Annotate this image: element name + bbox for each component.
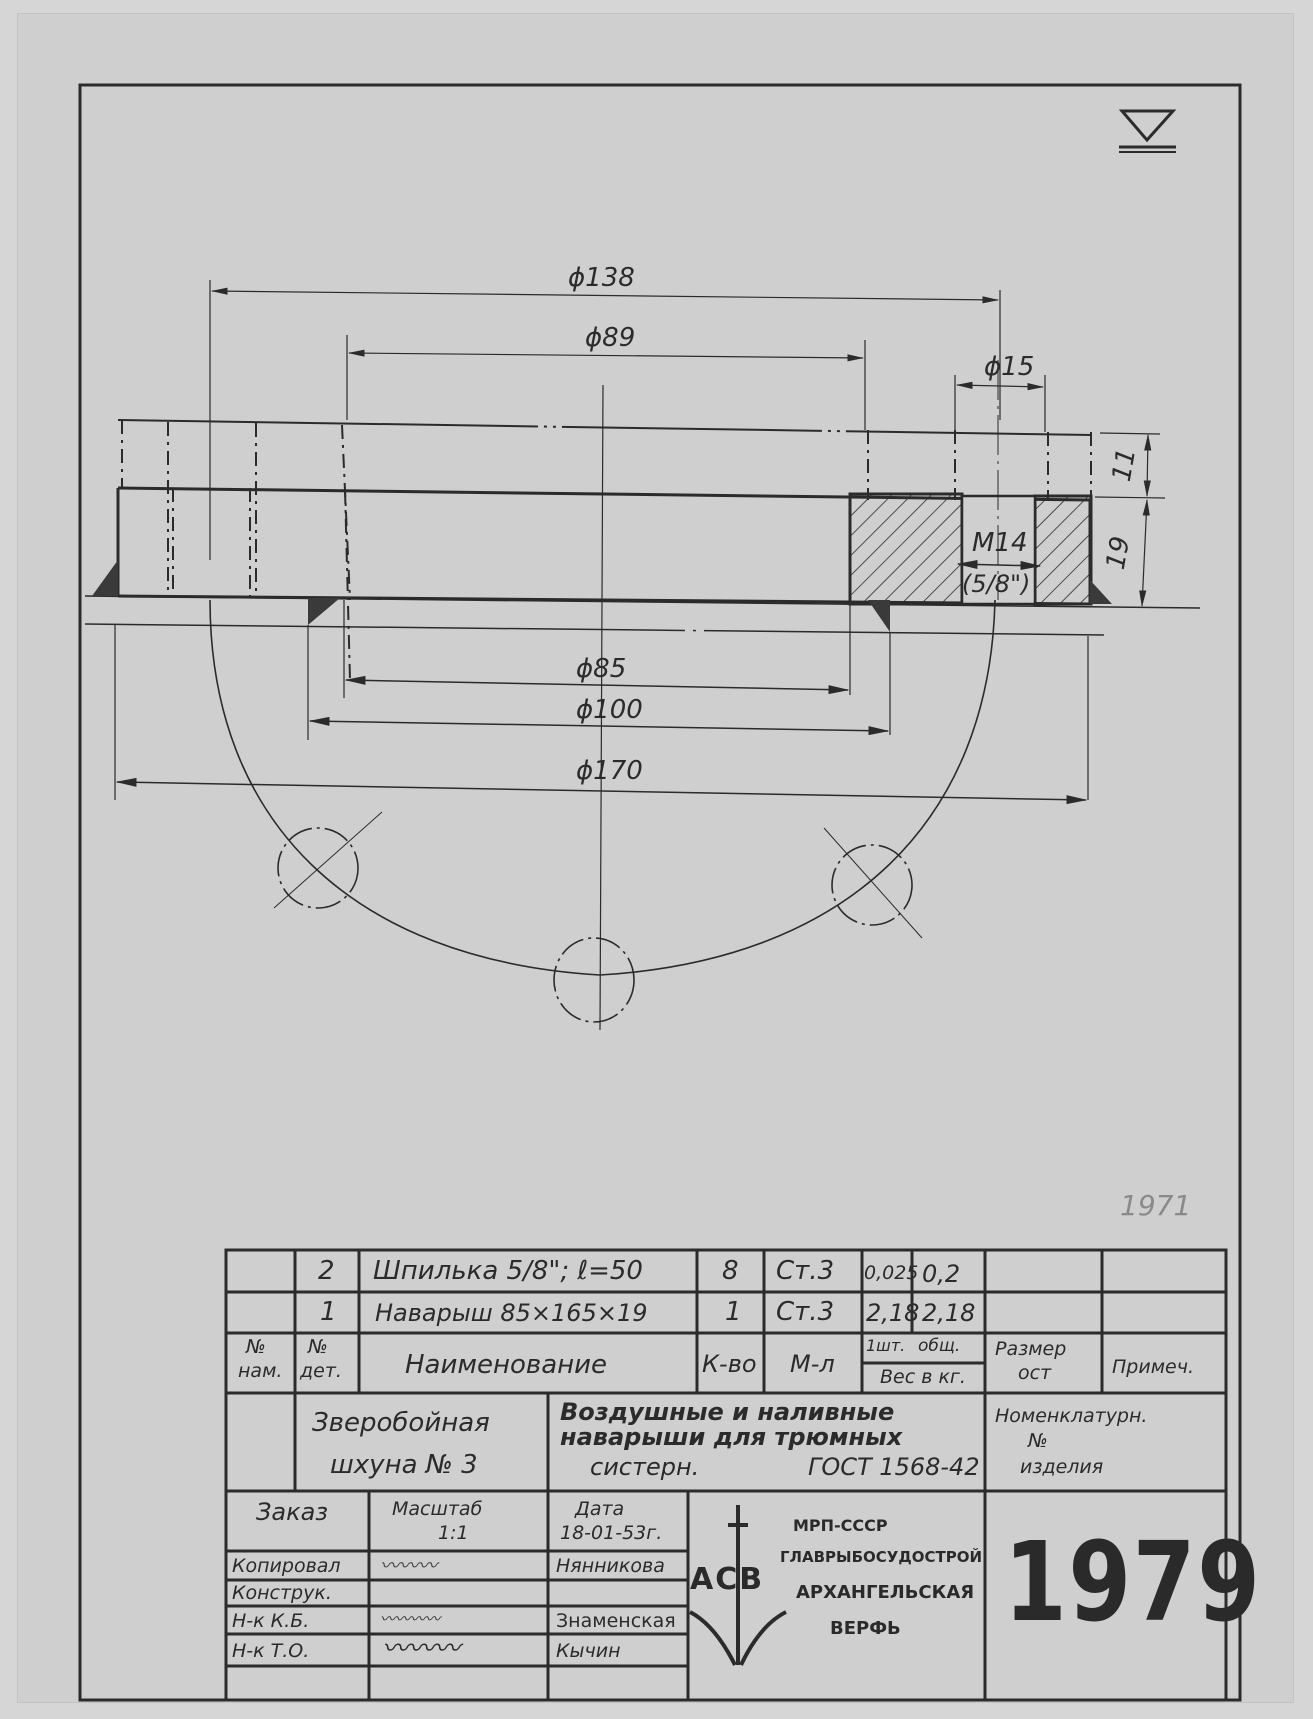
row2-material: Ст.3 (776, 1256, 835, 1286)
hdr-qty: К-во (702, 1350, 757, 1378)
title-line3: систерн. (590, 1453, 700, 1481)
name-to: Кычин (556, 1640, 621, 1662)
title-block-grid (224, 1248, 1228, 1702)
hdr-part-1: № (308, 1336, 328, 1358)
order-label: Заказ (256, 1498, 329, 1526)
hdr-weight-total: общ. (918, 1336, 961, 1356)
org-logo-icon (689, 1505, 787, 1666)
dim-thread: M14 (972, 528, 1028, 558)
scale-value: 1:1 (438, 1522, 469, 1544)
row2-weight-total: 0,2 (922, 1260, 961, 1288)
row2-qty: 8 (722, 1256, 739, 1286)
row1-material: Ст.3 (776, 1297, 835, 1327)
name-copied: Нянникова (556, 1555, 665, 1577)
hdr-weight-caption: Вес в кг. (880, 1366, 966, 1388)
dim-h19: 19 (1100, 534, 1137, 572)
hdr-pos-1: № (246, 1336, 266, 1358)
dim-d89: ϕ89 (585, 323, 636, 353)
org-line3: АРХАНГЕЛЬСКАЯ (796, 1582, 975, 1603)
hdr-weight-unit: 1шт. (866, 1336, 906, 1355)
dim-thread-inch: (5/8") (962, 570, 1031, 598)
date-value: 18-01-53г. (560, 1522, 663, 1544)
row2-part-no: 2 (318, 1256, 335, 1286)
scale-label: Масштаб (392, 1498, 483, 1520)
hdr-part-2: дет. (300, 1360, 342, 1382)
vessel-line1: Зверобойная (312, 1408, 490, 1438)
org-line4: ВЕРФЬ (830, 1618, 901, 1639)
hdr-material: М-л (790, 1350, 835, 1378)
title-line2: наварыши для трюмных (560, 1423, 903, 1451)
drawing-number: 1979 (1004, 1518, 1262, 1646)
title-line1: Воздушные и наливные (560, 1398, 895, 1426)
hdr-size-1: Размер (995, 1338, 1067, 1360)
role-designer: Конструк. (232, 1582, 332, 1604)
surface-finish-icon (1118, 109, 1177, 153)
signature-kb: 〰〰〰〰 (380, 1610, 441, 1628)
hdr-name: Наименование (405, 1350, 608, 1380)
nomenclature-line1: Номенклатурн. (995, 1405, 1148, 1427)
row1-name: Наварыш 85×165×19 (375, 1299, 648, 1327)
dim-d100: ϕ100 (576, 695, 643, 725)
nomenclature-line3: изделия (1020, 1456, 1104, 1478)
hdr-pos-2: нам. (238, 1360, 283, 1382)
vessel-line2: шхуна № 3 (330, 1450, 478, 1480)
row2-name: Шпилька 5/8"; ℓ=50 (373, 1256, 643, 1286)
dim-d85: ϕ85 (576, 654, 627, 684)
row1-qty: 1 (725, 1297, 742, 1327)
pencil-note: 1971 (1120, 1189, 1192, 1222)
org-line2: ГЛАВРЫБОСУДОСТРОЙ (780, 1548, 983, 1566)
dim-d170: ϕ170 (576, 756, 643, 786)
row1-part-no: 1 (320, 1297, 337, 1327)
row2-weight-unit: 0,025 (864, 1262, 919, 1284)
standard: ГОСТ 1568-42 (808, 1453, 980, 1481)
dim-d138: ϕ138 (568, 263, 635, 293)
name-kb: Знаменская (556, 1610, 676, 1632)
org-line1: МРП-СССР (793, 1516, 888, 1535)
dim-h11: 11 (1106, 446, 1143, 484)
dim-d15: ϕ15 (984, 352, 1035, 382)
hdr-note: Примеч. (1112, 1356, 1194, 1378)
role-kb: Н-к К.Б. (232, 1610, 310, 1632)
signature-to: 〰〰〰 (382, 1634, 461, 1664)
nomenclature-line2: № (1028, 1430, 1048, 1452)
org-logo-text: АСВ (690, 1562, 765, 1597)
row1-weight-total: 2,18 (922, 1299, 976, 1327)
role-to: Н-к Т.О. (232, 1640, 310, 1662)
hdr-size-2: ост (1018, 1362, 1052, 1384)
role-copied: Копировал (232, 1555, 341, 1577)
row1-weight-unit: 2,18 (866, 1299, 920, 1327)
date-label: Дата (575, 1498, 625, 1520)
signature-copied: 〰〰〰 (380, 1555, 438, 1577)
